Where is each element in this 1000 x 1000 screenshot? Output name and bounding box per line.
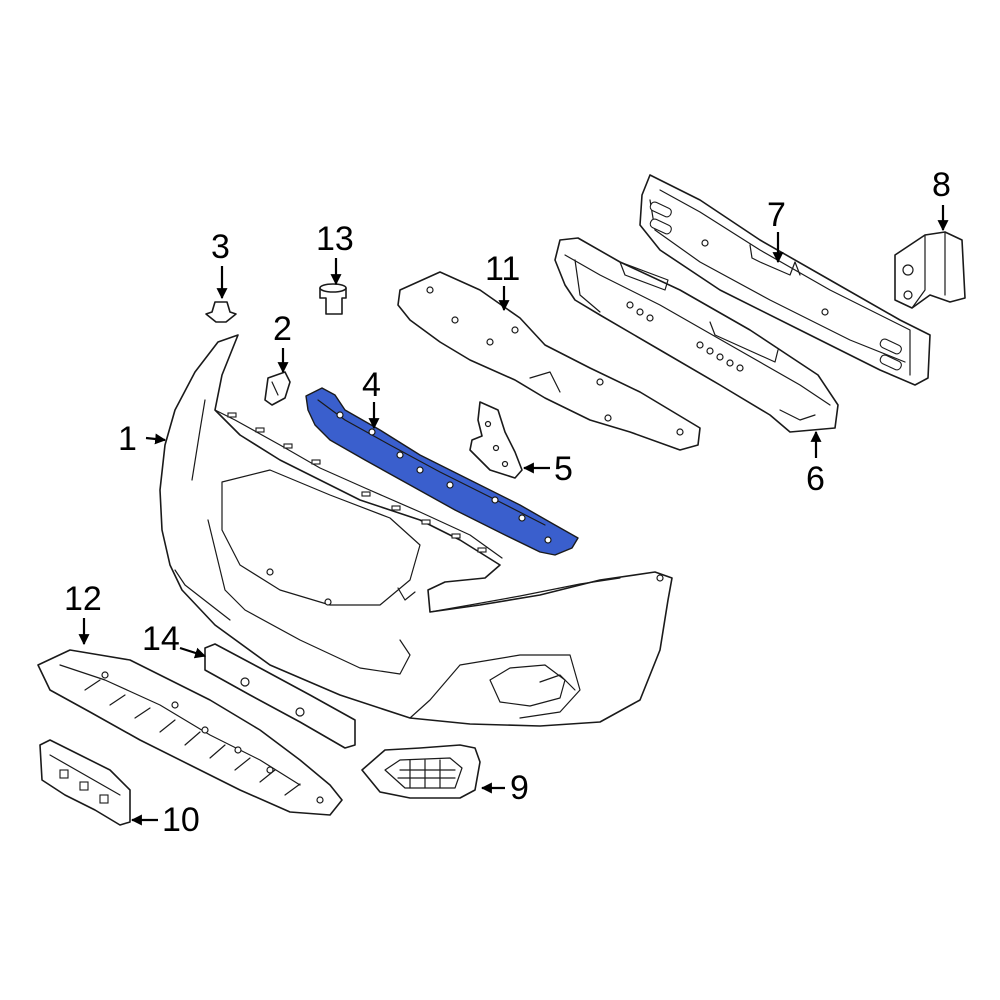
- part-11-upper-absorber[interactable]: [397, 271, 701, 451]
- callout-2: 2: [273, 310, 292, 348]
- callout-12: 12: [64, 580, 102, 618]
- callout-3: 3: [211, 228, 230, 266]
- callout-labels: 1 2 3 4 5 6 7 8 9 10 11 12 13 14: [64, 166, 951, 839]
- part-1-bumper-cover[interactable]: [159, 334, 673, 727]
- part-13-push-pin[interactable]: [319, 283, 347, 315]
- part-4-highlighted-absorber[interactable]: [305, 387, 579, 556]
- callout-9: 9: [510, 769, 529, 807]
- part-12-splash-shield[interactable]: [37, 649, 343, 816]
- callout-5: 5: [554, 450, 573, 488]
- callout-14: 14: [142, 620, 180, 658]
- callout-8: 8: [932, 166, 951, 204]
- part-8-bracket[interactable]: [894, 231, 966, 309]
- part-7-impact-bar[interactable]: [639, 174, 931, 386]
- callout-7: 7: [767, 196, 786, 234]
- part-9-grille[interactable]: [361, 744, 481, 799]
- part-2-bracket[interactable]: [264, 371, 291, 406]
- part-10-bracket[interactable]: [39, 739, 131, 826]
- part-3-clip[interactable]: [205, 301, 237, 323]
- part-5-bracket[interactable]: [469, 401, 523, 479]
- callout-11: 11: [485, 250, 520, 288]
- part-6-energy-absorber[interactable]: [554, 237, 839, 433]
- callout-10: 10: [162, 801, 200, 839]
- part-14-strip[interactable]: [204, 643, 356, 749]
- callout-4: 4: [362, 366, 381, 404]
- callout-6: 6: [806, 460, 825, 498]
- callout-1: 1: [118, 420, 137, 458]
- callout-13: 13: [316, 220, 354, 258]
- leader-lines: [78, 205, 949, 826]
